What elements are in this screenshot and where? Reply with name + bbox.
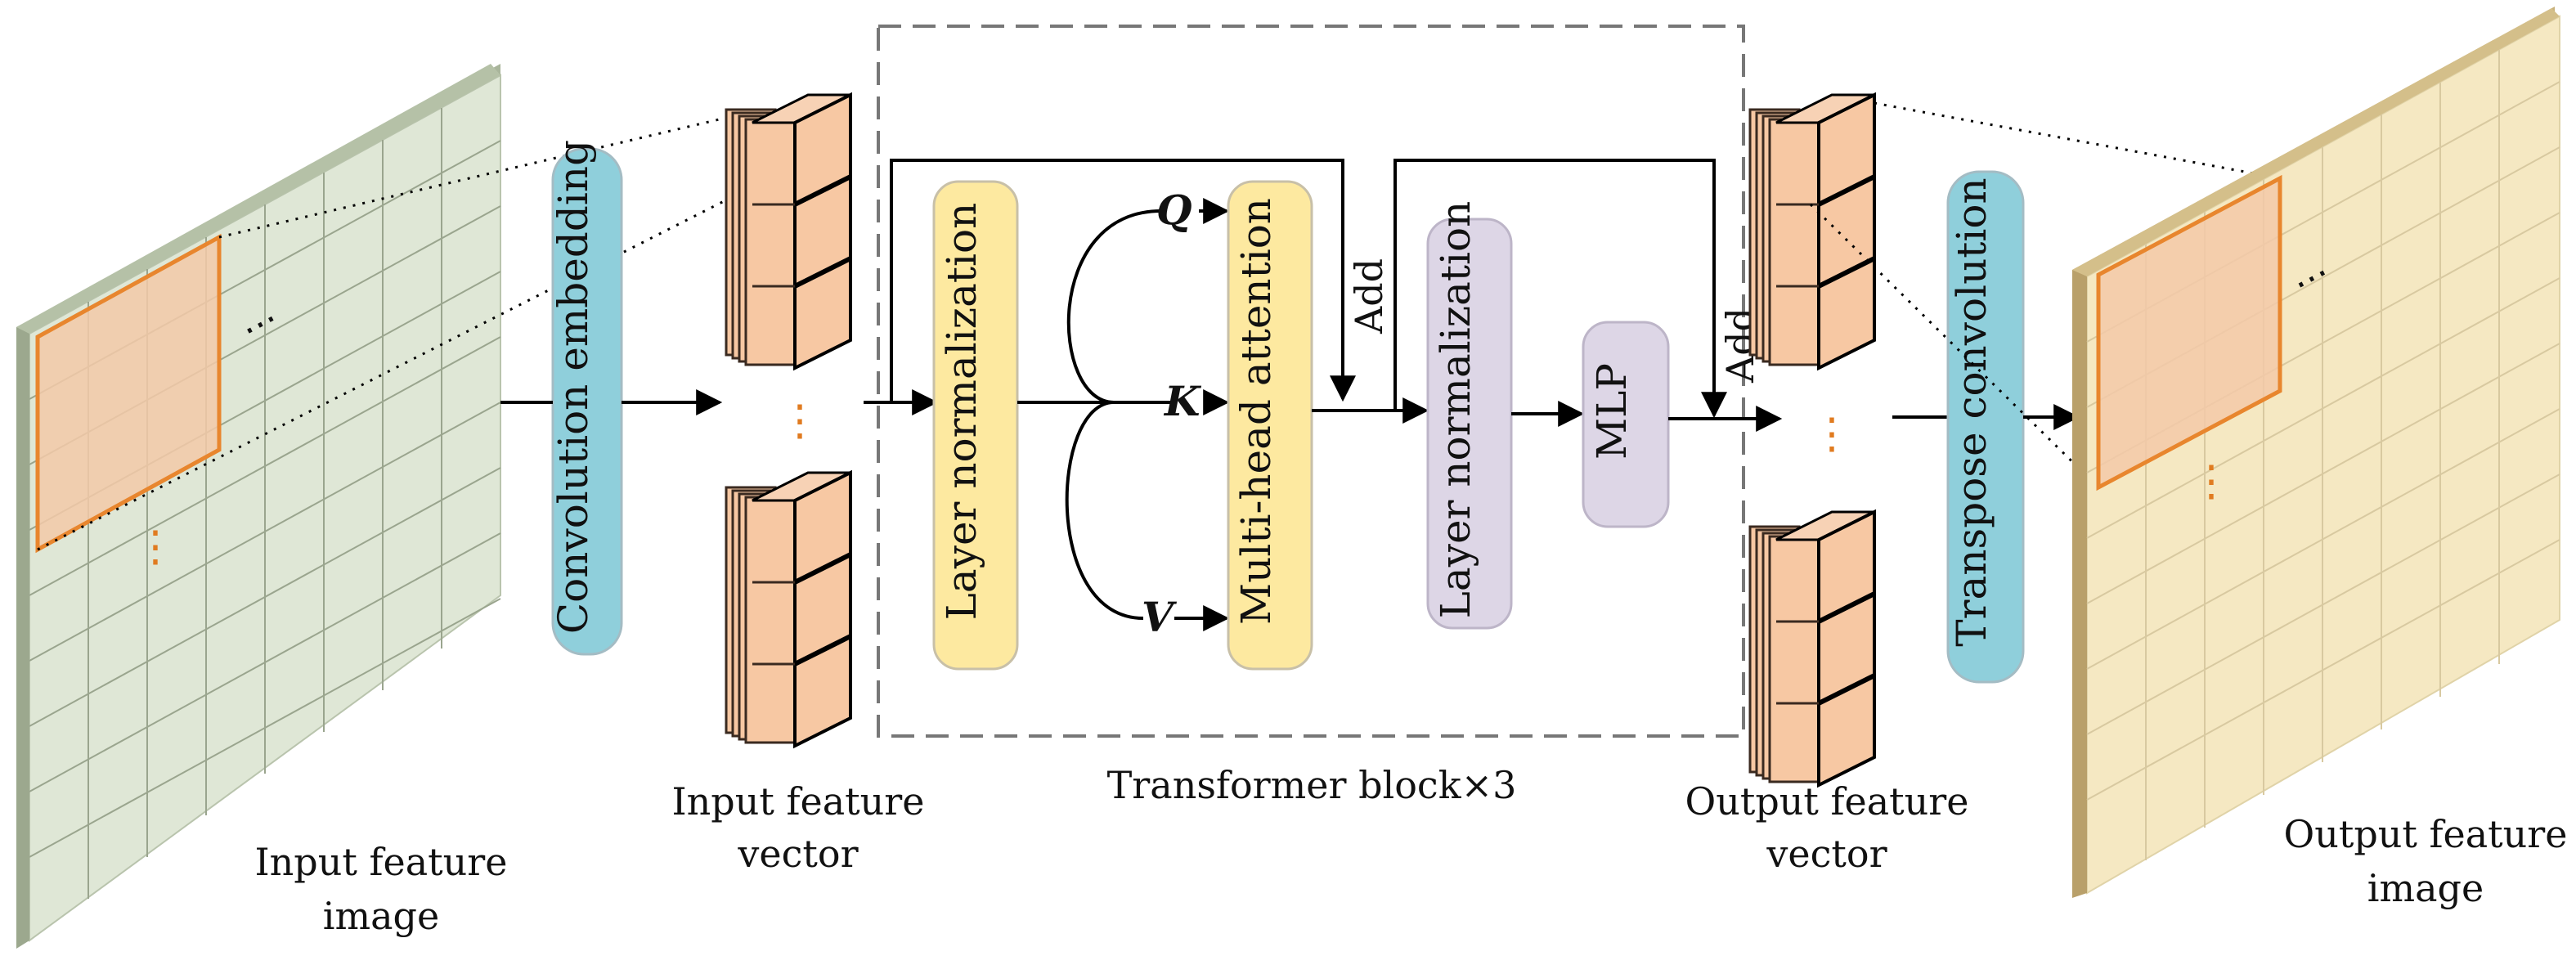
mlp-box: MLP — [1582, 321, 1670, 528]
add-label-1: Add — [1347, 258, 1391, 334]
input-patch — [35, 233, 222, 554]
transformer-block-frame — [877, 25, 1745, 738]
layer-normalization-2-box: Layer normalization — [1426, 201, 1513, 630]
input-vector-dots: ⋮ — [779, 397, 821, 446]
layer-normalization-1-box: Layer normalization — [932, 180, 1019, 671]
input-vector-top — [726, 95, 850, 368]
q-label: Q — [1156, 186, 1192, 234]
output-grid — [2086, 50, 2560, 860]
output-vector-bottom — [1750, 512, 1874, 785]
layer-normalization-2-label: Layer normalization — [1432, 201, 1479, 619]
convolution-embedding-box: Convolution embedding — [550, 140, 623, 656]
input-projection-lines — [37, 113, 741, 551]
transpose-convolution-label: Transpose convolution — [1948, 177, 1995, 646]
svg-text:Output feature: Output feature — [2284, 812, 2568, 856]
svg-text:image: image — [2367, 866, 2484, 910]
svg-text:vector: vector — [1766, 832, 1887, 876]
input-vector-caption: Input feature vector — [672, 779, 925, 876]
residual-connection-1 — [890, 159, 1356, 402]
svg-text:Output feature: Output feature — [1685, 779, 1969, 824]
output-vector-top — [1750, 95, 1874, 368]
output-feature-image: ⋯ ⋮ — [2072, 7, 2560, 898]
mlp-label: MLP — [1588, 363, 1636, 460]
input-image-dots-v: ⋮ — [134, 523, 177, 572]
input-feature-image: ⋯ ⋮ — [16, 64, 501, 949]
multi-head-attention-label: Multi-head attention — [1232, 198, 1280, 625]
qkv-paths — [1017, 198, 1230, 631]
transformer-block-caption: Transformer block×3 — [1107, 763, 1517, 807]
svg-text:Input feature: Input feature — [672, 779, 925, 824]
output-vector-caption: Output feature vector — [1685, 779, 1969, 876]
k-label: K — [1163, 377, 1202, 425]
output-patch — [2096, 174, 2282, 491]
output-projection-lines — [1809, 101, 2281, 489]
svg-text:image: image — [323, 894, 439, 938]
input-image-caption: Input feature image — [255, 840, 508, 938]
convolution-embedding-label: Convolution embedding — [550, 140, 597, 634]
layer-normalization-1-label: Layer normalization — [938, 203, 985, 621]
svg-text:vector: vector — [737, 832, 858, 876]
residual-connection-2 — [1393, 159, 1727, 419]
svg-text:Input feature: Input feature — [255, 840, 508, 884]
output-image-caption: Output feature image — [2284, 812, 2568, 910]
transpose-convolution-box: Transpose convolution — [1946, 170, 2025, 684]
output-image-dots-v: ⋮ — [2190, 457, 2233, 506]
input-vector-bottom — [726, 473, 850, 746]
v-label: V — [1142, 593, 1178, 641]
output-vector-dots: ⋮ — [1811, 410, 1853, 459]
multi-head-attention-box: Multi-head attention — [1227, 180, 1313, 671]
